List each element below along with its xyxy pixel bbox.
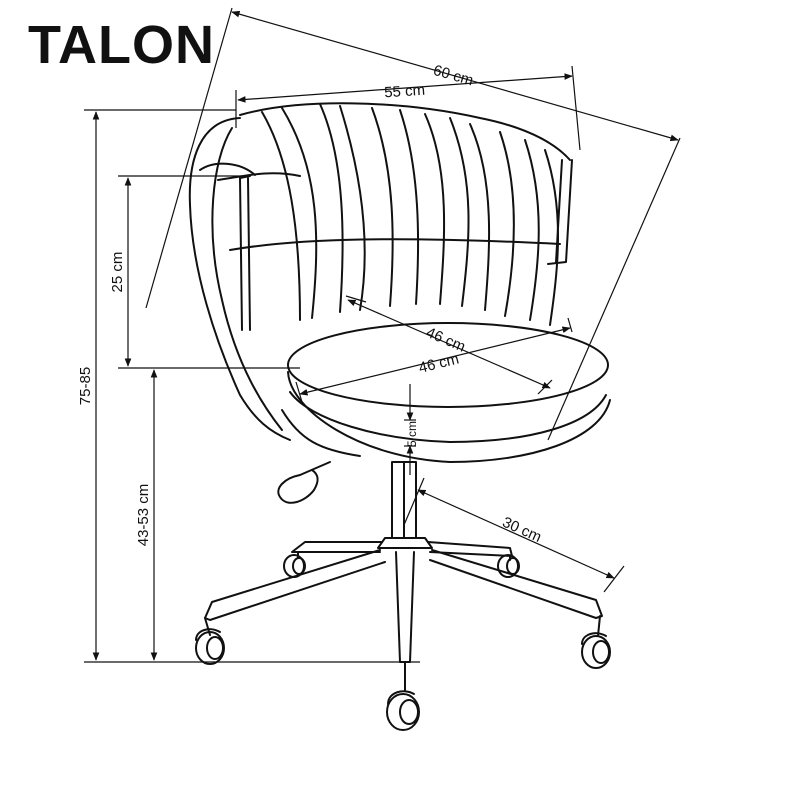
woven-slat (524, 139, 540, 321)
caster-front-left (195, 617, 225, 665)
base-leg-front-right (429, 549, 603, 619)
caster-front-center (386, 661, 420, 731)
base-leg-right-back (427, 541, 513, 557)
dimension-lines (84, 7, 681, 663)
caster-back-left (283, 551, 306, 578)
dim-55-ext-right (571, 65, 581, 151)
frame-rod-right (547, 159, 573, 265)
product-title: TALON (28, 15, 215, 75)
woven-slat (424, 113, 446, 305)
backrest-left-side (211, 127, 283, 431)
woven-slat (261, 111, 301, 321)
base-leg-front (395, 551, 415, 663)
dim-label-43-53: 43-53 cm (135, 484, 152, 547)
backrest-shell (188, 117, 291, 441)
woven-slat (339, 105, 366, 311)
woven-slat (371, 107, 394, 307)
dim-label-25: 25 cm (109, 252, 126, 293)
woven-slat (319, 103, 344, 313)
dim-60-ext-left (145, 7, 233, 309)
base-leg-left-back (291, 541, 383, 553)
dim-label-55: 55 cm (384, 82, 426, 102)
dim-label-46-width: 46 cm (417, 350, 461, 376)
frame-rod-left (239, 177, 243, 331)
dim-46-width-line (299, 326, 571, 396)
height-lever (277, 461, 331, 504)
backrest-inner-rim (199, 162, 256, 176)
woven-slat (469, 123, 491, 311)
dim-label-30: 30 cm (500, 514, 544, 546)
dim-60-ext-right (547, 137, 681, 441)
woven-slat (544, 149, 559, 326)
chair-illustration (188, 102, 611, 731)
backrest-top (239, 102, 571, 161)
woven-slat (499, 131, 515, 317)
dim-label-5: 5 cm (405, 421, 419, 447)
woven-slat (449, 117, 470, 307)
dim-55-line (237, 73, 573, 103)
caster-front-right (581, 615, 611, 669)
dim-label-75-85: 75-85 (77, 367, 94, 405)
woven-slat (399, 109, 420, 305)
base-hub (377, 537, 433, 549)
dim-30-line (417, 489, 615, 579)
dim-label-46-depth: 46 cm (424, 324, 468, 356)
